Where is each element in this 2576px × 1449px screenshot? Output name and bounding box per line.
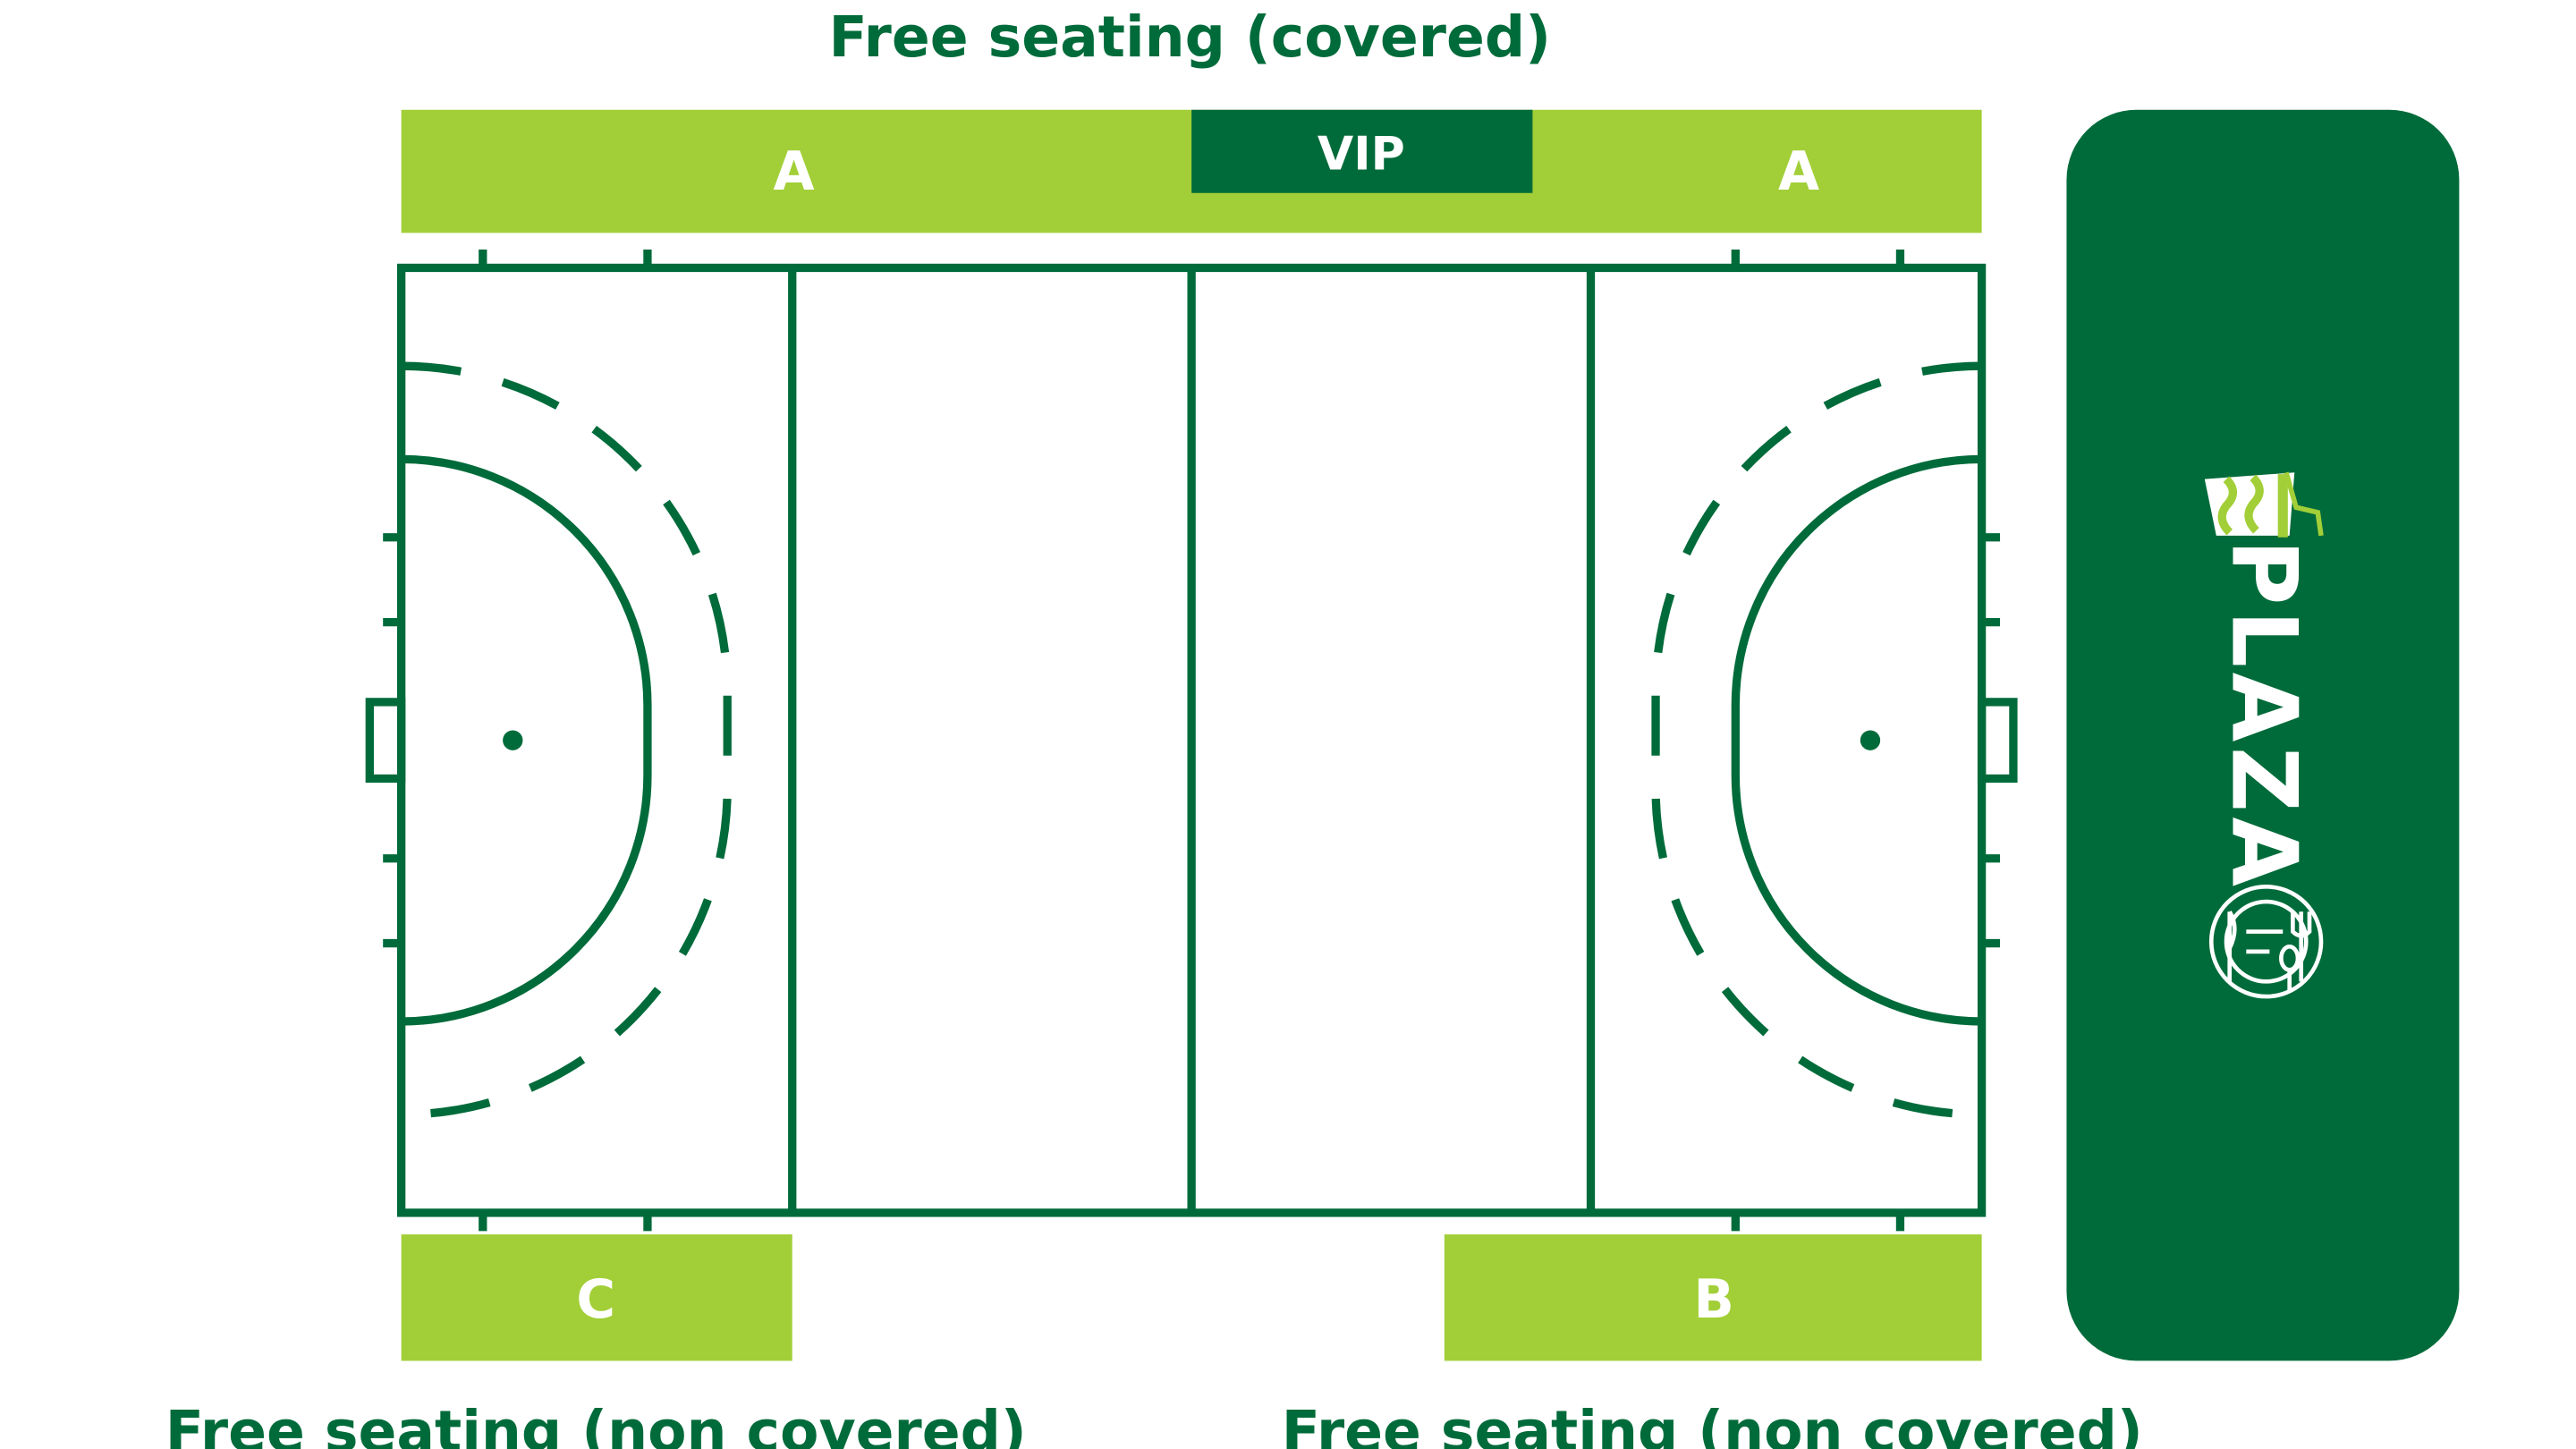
goal-right	[1977, 698, 2018, 784]
stand-a-left-label: A	[774, 141, 815, 203]
stand-b[interactable]	[1444, 1234, 1982, 1361]
top-stand[interactable]: A VIP A	[401, 109, 1982, 233]
drink-cup-icon	[2204, 471, 2324, 538]
stand-a-right-label: A	[1778, 141, 1819, 203]
bottom-left-seating-caption: Free seating (non covered)	[165, 1398, 1027, 1449]
bottom-right-seating-caption: Free seating (non covered)	[1282, 1398, 2143, 1449]
shooting-circle-right	[1731, 454, 1982, 1026]
bottom-stand-b[interactable]: B	[1444, 1234, 1982, 1361]
stand-vip-label: VIP	[1318, 128, 1405, 182]
stand-b-label: B	[1693, 1269, 1733, 1331]
shooting-circle-left	[401, 454, 652, 1026]
goal-left	[365, 698, 406, 784]
plaza-area[interactable]: PLAZA	[2066, 109, 2460, 1361]
penalty-spot-left	[503, 730, 523, 750]
plaza-block[interactable]	[2066, 109, 2460, 1361]
hockey-field	[365, 249, 2018, 1232]
penalty-spot-right	[1860, 730, 1881, 750]
top-seating-caption: Free seating (covered)	[829, 4, 1552, 70]
stand-c[interactable]	[401, 1234, 792, 1361]
plaza-label: PLAZA	[2211, 539, 2316, 892]
plate-cutlery-icon	[2208, 885, 2324, 999]
stand-vip[interactable]	[1191, 109, 1533, 193]
bottom-stand-c[interactable]: C	[401, 1234, 792, 1361]
stand-c-label: C	[576, 1269, 615, 1331]
dashed-arc-right	[1651, 361, 1982, 1119]
dashed-arc-left	[401, 361, 732, 1119]
